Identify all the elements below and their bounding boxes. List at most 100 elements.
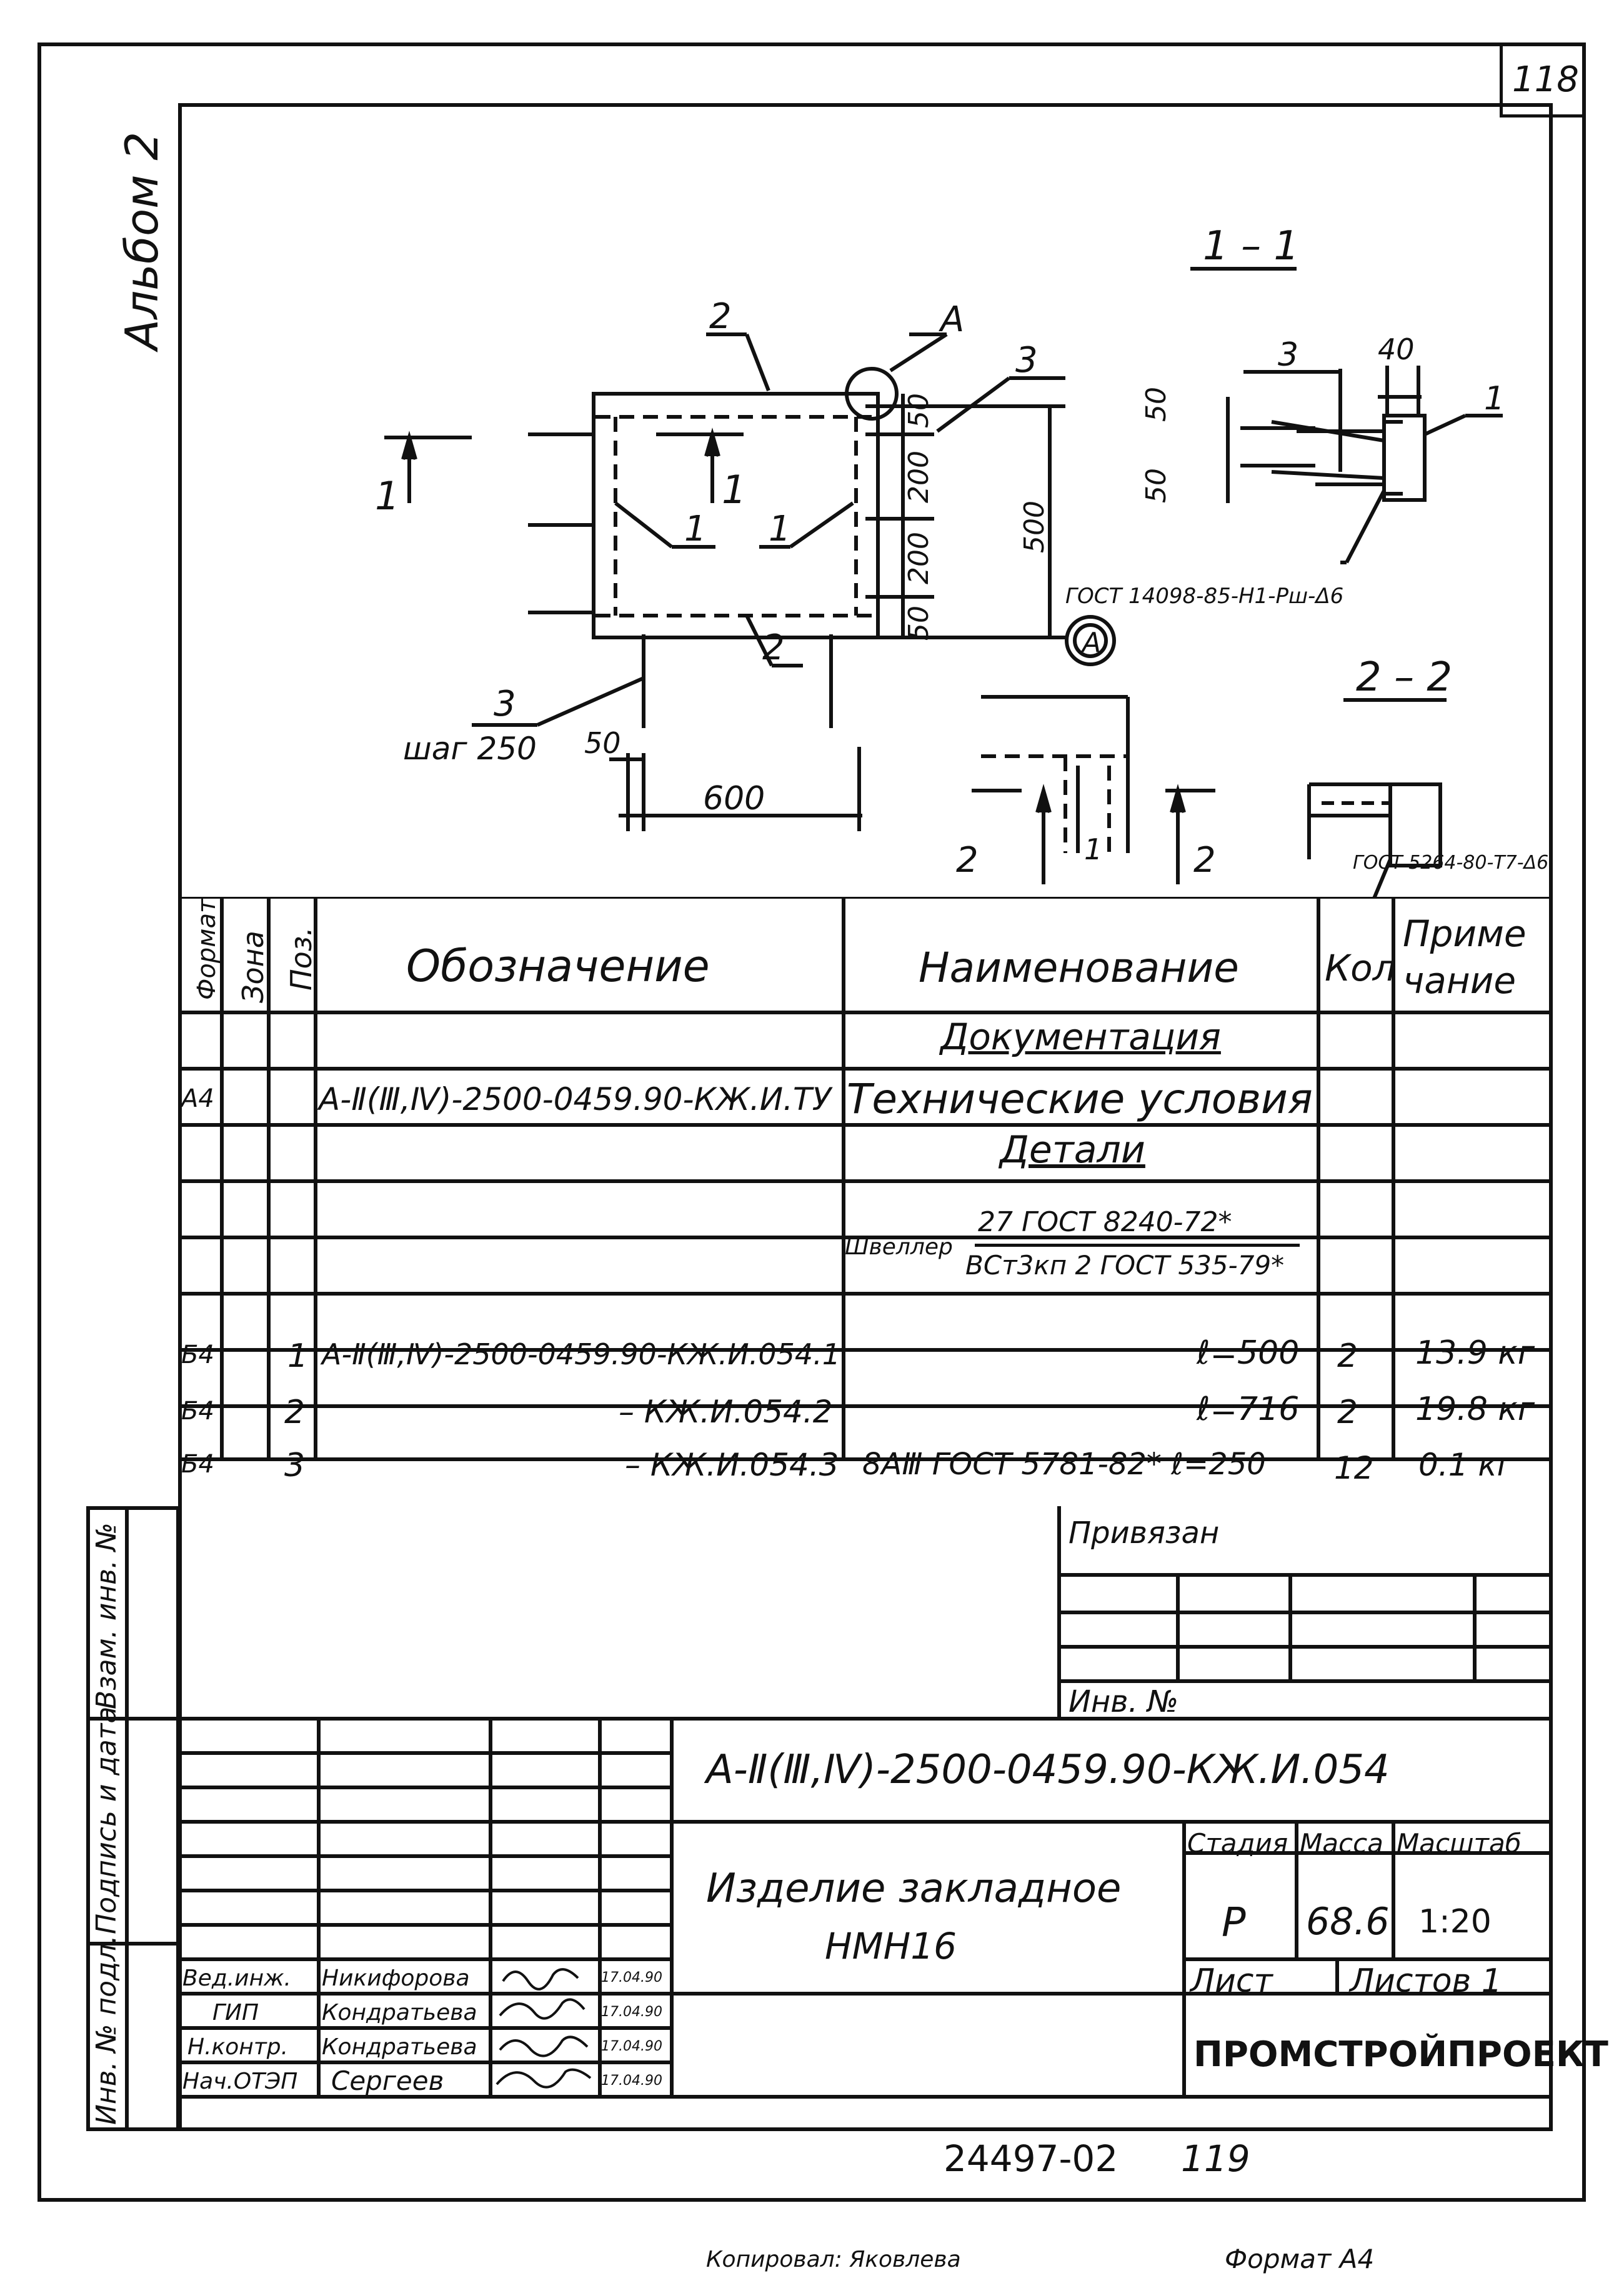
section-2-2-title: 2 – 2: [1356, 654, 1452, 701]
sig-3-date: 17.04.90: [601, 2073, 662, 2089]
dim-50-c: 50: [1140, 387, 1172, 422]
mass-value: 68.6: [1306, 1900, 1390, 1944]
row-0-designation: А-Ⅱ(Ⅲ,Ⅳ)-2500-0459.90-КЖ.И.ТУ: [319, 1081, 832, 1117]
row-4-pos: 2: [284, 1394, 306, 1431]
plan-frame: [592, 392, 880, 639]
row-4-format: Б4: [181, 1397, 214, 1426]
scale-label: Масштаб: [1397, 1828, 1522, 1859]
dim-600: 600: [703, 780, 765, 817]
pos-3-section: 3: [1278, 336, 1298, 374]
inv-no-label: Инв. №: [1069, 1684, 1179, 1719]
title-block-grid: [178, 1506, 1553, 2099]
sig-3-name: Сергеев: [331, 2066, 444, 2096]
channel-top: 27 ГОСТ 8240-72*: [978, 1206, 1232, 1238]
channel-fraction-line: [975, 1244, 1300, 1247]
signature-scribbles: [496, 1968, 592, 2089]
pos-2-bottom: 2: [762, 627, 785, 668]
section-mark-2-left: 2: [956, 840, 979, 881]
weld-note-1: ГОСТ 14098-85-Н1-Рш-Δ6: [1065, 584, 1343, 609]
sheets-label: Листов 1: [1350, 1962, 1502, 2000]
side-inv-orig: Инв. № подл.: [91, 1935, 122, 2125]
dim-50-a: 50: [903, 393, 935, 428]
section-parts: Детали: [1000, 1128, 1145, 1172]
stage-value: Р: [1222, 1900, 1246, 1946]
side-sign-date: Подпись и дата: [91, 1706, 122, 1934]
item-name-1: Изделие закладное: [706, 1866, 1122, 1912]
row-4-note: 19.8 кг: [1415, 1391, 1535, 1428]
pos-2-top: 2: [709, 296, 732, 337]
header-name: Наименование: [919, 944, 1239, 992]
sig-1-name: Кондратьева: [322, 2000, 477, 2026]
album-label: Альбом 2: [116, 131, 168, 350]
row-5-note: 0.1 кг: [1418, 1447, 1513, 1483]
sig-0-role: Вед.инж.: [182, 1966, 291, 1991]
channel-prefix: Швеллер: [845, 1234, 953, 1260]
footer-page: 119: [1181, 2137, 1250, 2180]
section-mark-2-right: 2: [1193, 840, 1216, 881]
channel-bottom: ВСт3кп 2 ГОСТ 535-79*: [965, 1250, 1285, 1281]
header-pos: Поз.: [284, 927, 318, 991]
row-5-name: 8АⅢ ГОСТ 5781-82* ℓ=250: [862, 1447, 1266, 1482]
sig-1-role: ГИП: [212, 2000, 259, 2026]
side-strip-grid: [86, 1506, 180, 2131]
dim-500: 500: [1019, 501, 1050, 553]
row-0-name: Технические условия: [847, 1075, 1313, 1123]
mass-label: Масса: [1300, 1828, 1383, 1859]
pos-1-right: 1: [769, 509, 791, 549]
header-format: Формат: [192, 898, 221, 1000]
row-3-qty: 2: [1337, 1337, 1358, 1375]
header-designation: Обозначение: [406, 941, 710, 992]
row-3-designation: А-Ⅱ(Ⅲ,Ⅳ)-2500-0459.90-КЖ.И.054.1: [322, 1337, 841, 1371]
dim-50-b: 50: [903, 606, 935, 641]
row-5-designation: – КЖ.И.054.3: [625, 1447, 839, 1483]
row-3-note: 13.9 кг: [1415, 1334, 1535, 1372]
row-3-pos: 1: [287, 1337, 309, 1375]
footer-number: 24497-02: [944, 2137, 1118, 2180]
sig-2-name: Кондратьева: [322, 2034, 477, 2060]
scale-value: 1:20: [1418, 1903, 1492, 1941]
sheet-outer-frame: [37, 42, 1586, 2202]
pos-1-callout: 1: [1084, 832, 1102, 866]
bound-to-label: Привязан: [1069, 1516, 1220, 1551]
header-zone: Зона: [236, 931, 270, 1003]
dim-50-d: 50: [1140, 468, 1172, 503]
format-note: Формат А4: [1225, 2244, 1375, 2274]
copied-by: Копировал: Яковлева: [706, 2247, 961, 2272]
dim-200-a: 200: [903, 451, 935, 503]
row-3-format: Б4: [181, 1341, 214, 1369]
header-note-2: чание: [1403, 959, 1517, 1002]
callout-a: А: [939, 299, 964, 340]
dim-50-bottom: 50: [584, 726, 621, 760]
weld-note-2: ГОСТ 5264-80-Т7-Δ6: [1353, 852, 1548, 874]
row-5-format: Б4: [181, 1450, 214, 1479]
doc-code: А-Ⅱ(Ⅲ,Ⅳ)-2500-0459.90-КЖ.И.054: [706, 1747, 1390, 1793]
row-4-qty: 2: [1337, 1394, 1358, 1431]
sig-2-role: Н.контр.: [187, 2034, 289, 2060]
spec-table-grid: [178, 897, 1553, 1461]
dim-200-b: 200: [903, 532, 935, 584]
row-0-format: А4: [181, 1084, 214, 1113]
section-mark-1-right: 1: [722, 467, 746, 512]
header-note-1: Приме: [1403, 912, 1527, 955]
sheet-label: Лист: [1190, 1962, 1273, 2000]
row-3-name: ℓ=500: [1197, 1334, 1300, 1372]
header-qty: Кол: [1325, 947, 1396, 989]
stage-label: Стадия: [1187, 1828, 1288, 1859]
sig-1-date: 17.04.90: [601, 2004, 662, 2020]
pos-1-section: 1: [1484, 380, 1505, 417]
drawing-views: А А 1 – 1 2 – 2 2 3 1 1 2 3 шаг 250 50 6…: [375, 223, 1548, 897]
callout-a-circled: А: [1080, 627, 1101, 659]
sig-0-date: 17.04.90: [601, 1970, 662, 1986]
row-5-qty: 12: [1334, 1450, 1374, 1486]
sheet-number: 118: [1512, 59, 1579, 100]
item-name-2: НМН16: [825, 1925, 957, 1967]
section-1-1-title: 1 – 1: [1203, 223, 1299, 269]
side-replace-inv: Взам. инв. №: [91, 1522, 122, 1709]
step-label: шаг 250: [403, 731, 537, 767]
sheet-number-box: [1500, 42, 1586, 117]
sig-0-name: Никифорова: [322, 1966, 470, 1991]
sig-3-role: Нач.ОТЭП: [182, 2069, 298, 2094]
sig-2-date: 17.04.90: [601, 2039, 662, 2054]
dim-40: 40: [1378, 332, 1415, 366]
